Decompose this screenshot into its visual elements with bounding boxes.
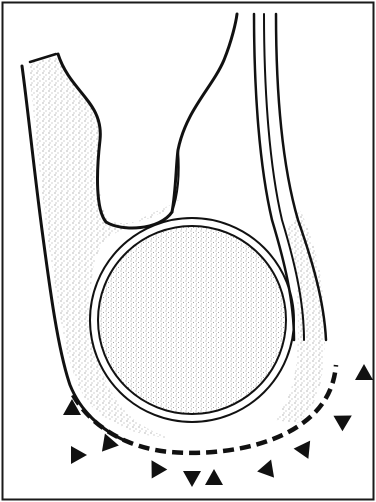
triangle-marker-5 bbox=[257, 456, 279, 477]
sphere bbox=[90, 218, 294, 422]
funnel-right-wall bbox=[172, 14, 237, 212]
triangle-marker-6 bbox=[294, 435, 318, 458]
triangle-marker-10 bbox=[183, 471, 201, 487]
triangle-marker-4 bbox=[205, 469, 223, 485]
triangle-marker-7 bbox=[333, 408, 356, 432]
triangle-marker-3 bbox=[144, 456, 168, 479]
triangle-marker-9 bbox=[71, 446, 87, 464]
triangle-marker-8 bbox=[355, 364, 373, 380]
